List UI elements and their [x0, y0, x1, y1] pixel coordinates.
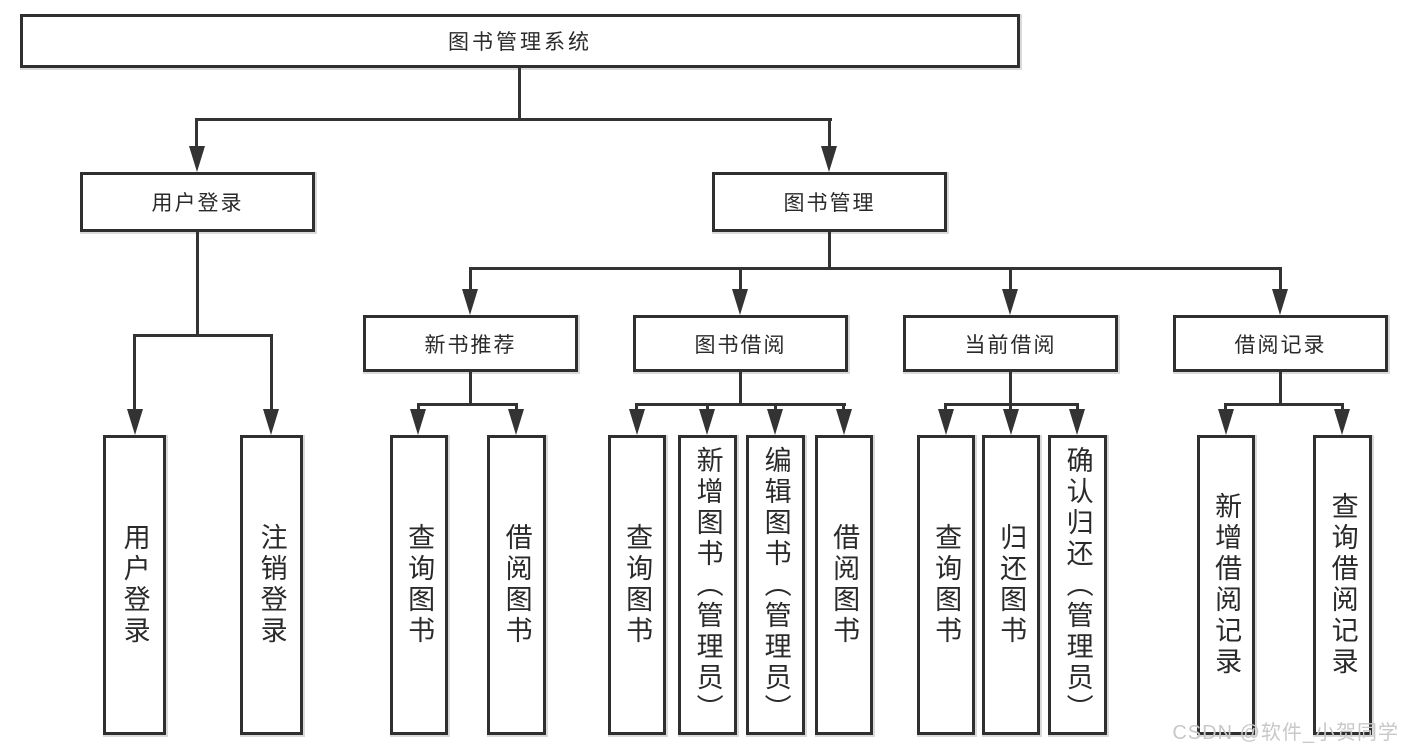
leaf-add-borrow-record: 新增借阅记录 [1197, 435, 1255, 735]
leaf-label: 查询图书 [622, 523, 653, 647]
arrowhead-icon [462, 289, 478, 315]
node-label: 图书借阅 [694, 333, 787, 357]
connector-line [828, 232, 831, 270]
arrowhead-icon [938, 409, 954, 435]
connector-line [133, 334, 273, 337]
leaf-label: 查询借阅记录 [1327, 492, 1358, 678]
arrowhead-icon [629, 409, 645, 435]
connector-line [1076, 403, 1079, 413]
arrowhead-icon [699, 409, 715, 435]
leaf-user-login: 用户登录 [103, 435, 166, 735]
arrowhead-icon [1069, 409, 1085, 435]
leaf-label: 借阅图书 [829, 523, 860, 647]
connector-line [195, 118, 198, 150]
node-label: 新书推荐 [424, 333, 517, 357]
arrowhead-icon [1002, 289, 1018, 315]
arrowhead-icon [263, 409, 279, 435]
arrowhead-icon [1272, 289, 1288, 315]
leaf-label: 借阅图书 [501, 523, 532, 647]
connector-line [195, 118, 832, 121]
arrowhead-icon [189, 146, 205, 172]
leaf-label: 新增借阅记录 [1211, 492, 1242, 678]
connector-line [706, 403, 709, 413]
leaf-confirm-return-admin: 确认归还（管理员） [1048, 435, 1107, 735]
leaf-label: 归还图书 [996, 523, 1027, 647]
node-library-management-system: 图书管理系统 [20, 14, 1020, 68]
leaf-edit-books-admin: 编辑图书（管理员） [746, 435, 805, 735]
connector-line [469, 372, 472, 405]
csdn-watermark: CSDN @软件_小贺同学 [1172, 722, 1399, 744]
connector-line [469, 267, 472, 293]
arrowhead-icon [732, 289, 748, 315]
arrowhead-icon [836, 409, 852, 435]
connector-line [417, 403, 420, 413]
leaf-query-books-current: 查询图书 [917, 435, 975, 735]
connector-line [1279, 267, 1282, 293]
arrowhead-icon [767, 409, 783, 435]
connector-line [417, 403, 518, 406]
arrowhead-icon [821, 146, 837, 172]
arrowhead-icon [1334, 409, 1350, 435]
leaf-query-books-recommend: 查询图书 [390, 435, 448, 735]
connector-line [1009, 403, 1012, 413]
leaf-borrow-books: 借阅图书 [815, 435, 873, 735]
node-book-management: 图书管理 [712, 172, 947, 232]
node-label: 图书管理系统 [448, 31, 592, 54]
connector-line [1279, 372, 1282, 405]
arrowhead-icon [410, 409, 426, 435]
arrowhead-icon [508, 409, 524, 435]
node-label: 借阅记录 [1234, 333, 1327, 357]
leaf-label: 用户登录 [119, 523, 150, 647]
arrowhead-icon [127, 409, 143, 435]
leaf-label: 查询图书 [404, 523, 435, 647]
connector-line [1009, 267, 1012, 293]
leaf-return-books: 归还图书 [982, 435, 1040, 735]
node-label: 当前借阅 [964, 333, 1057, 357]
leaf-logout: 注销登录 [240, 435, 303, 735]
connector-line [133, 334, 136, 412]
arrowhead-icon [1218, 409, 1234, 435]
connector-line [270, 334, 273, 412]
node-new-book-recommendation: 新书推荐 [363, 315, 578, 372]
node-label: 用户登录 [151, 192, 244, 215]
leaf-label: 查询图书 [931, 523, 962, 647]
leaf-label: 确认归还（管理员） [1062, 445, 1093, 725]
connector-line [944, 403, 947, 413]
leaf-add-books-admin: 新增图书（管理员） [678, 435, 737, 735]
connector-line [469, 267, 1282, 270]
connector-line [1341, 403, 1344, 413]
leaf-label: 编辑图书（管理员） [760, 445, 791, 725]
leaf-label: 新增图书（管理员） [692, 445, 723, 725]
connector-line [1009, 372, 1012, 405]
node-borrowing-records: 借阅记录 [1173, 315, 1388, 372]
node-book-borrowing: 图书借阅 [633, 315, 848, 372]
node-current-borrowing: 当前借阅 [903, 315, 1118, 372]
connector-line [196, 232, 199, 337]
leaf-query-books-borrowing: 查询图书 [608, 435, 666, 735]
connector-line [828, 118, 831, 150]
arrowhead-icon [1003, 409, 1019, 435]
connector-line [774, 403, 777, 413]
leaf-borrow-books-recommend: 借阅图书 [487, 435, 546, 735]
connector-line [518, 68, 521, 120]
leaf-query-borrow-record: 查询借阅记录 [1313, 435, 1372, 735]
connector-line [1224, 403, 1344, 406]
connector-line [635, 403, 638, 413]
connector-line [842, 403, 845, 413]
node-label: 图书管理 [783, 192, 876, 215]
connector-line [515, 403, 518, 413]
connector-line [1224, 403, 1227, 413]
connector-line [739, 267, 742, 293]
node-user-login: 用户登录 [80, 172, 315, 232]
connector-line [739, 372, 742, 405]
leaf-label: 注销登录 [256, 523, 287, 647]
connector-line [635, 403, 846, 406]
